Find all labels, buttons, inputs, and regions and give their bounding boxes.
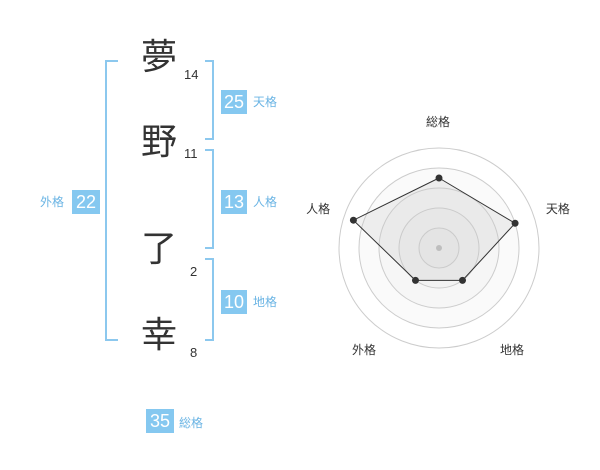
gaikaku-label: 外格 [40, 195, 65, 209]
soukaku-label: 総格 [179, 416, 204, 430]
tenkaku-value: 25 [221, 90, 247, 114]
name-char-3: 了 [141, 229, 178, 270]
radar-center [436, 245, 442, 251]
radar-point-1 [435, 174, 443, 182]
jinkaku-value: 13 [221, 190, 247, 214]
radar-point-3 [459, 276, 467, 284]
radar-axis-label-1: 総格 [426, 115, 451, 129]
stroke-count-1: 14 [184, 67, 199, 82]
gaikaku-bracket [105, 60, 118, 341]
chikaku-bracket [205, 258, 214, 341]
name-char-4: 幸 [141, 315, 178, 356]
radar-axis-label-5: 人格 [306, 202, 331, 217]
gaikaku-value: 22 [72, 190, 100, 214]
radar-point-4 [411, 276, 419, 284]
tenkaku-bracket [205, 60, 214, 140]
radar-series [352, 177, 516, 281]
stroke-count-2: 11 [184, 146, 198, 161]
radar-axis-label-2: 天格 [545, 202, 570, 217]
tenkaku-label: 天格 [253, 95, 278, 109]
stroke-count-4: 8 [190, 345, 198, 360]
name-char-2: 野 [141, 122, 178, 163]
radar-point-5 [349, 216, 357, 224]
radar-axis-label-3: 地格 [500, 342, 525, 357]
soukaku-value: 35 [146, 409, 174, 433]
radar-point-2 [511, 219, 519, 227]
jinkaku-label: 人格 [253, 195, 278, 209]
radar-axis-label-4: 外格 [351, 342, 376, 357]
chikaku-label: 地格 [253, 295, 278, 309]
stroke-count-3: 2 [190, 264, 198, 279]
jinkaku-bracket [205, 149, 214, 249]
name-char-1: 夢 [141, 37, 178, 78]
chikaku-value: 10 [221, 290, 247, 314]
